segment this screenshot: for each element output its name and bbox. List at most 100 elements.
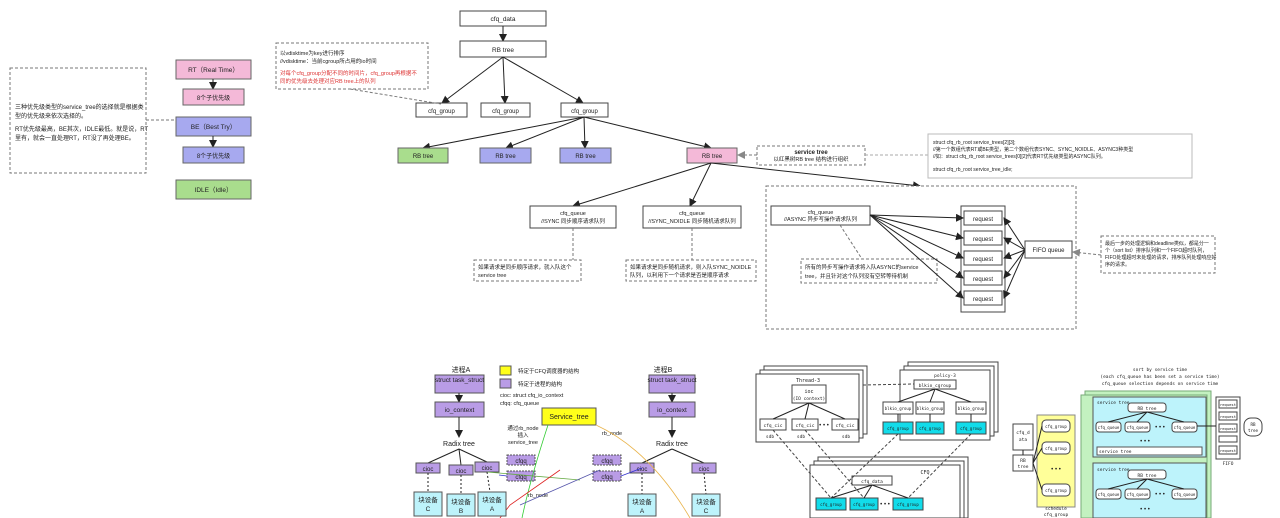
svg-text:sdb: sdb	[766, 434, 774, 440]
svg-text:B: B	[459, 508, 463, 515]
svg-text:sdb: sdb	[842, 434, 850, 440]
cfq-data-box: cfq_data	[459, 10, 547, 27]
fifo-queue-box: FIFO queue	[1024, 240, 1073, 259]
svg-text:型的优先级来依次选择的。: 型的优先级来依次选择的。	[15, 112, 87, 120]
svg-text:cfq_queue: cfq_queue	[1098, 492, 1120, 497]
cgroup-diagram: Thread-3 ioc (IO context) cfq_cic cfq_ci…	[755, 361, 999, 518]
service-tree-diagram: sort by service time (each cfq_queue has…	[1012, 367, 1263, 518]
svg-text:cioc: cioc	[423, 467, 434, 473]
rb-tree-be-1: RB tree	[479, 147, 532, 164]
svg-text:以红黑树RB tree 结构进行组织: 以红黑树RB tree 结构进行组织	[773, 155, 849, 163]
svg-text:插入: 插入	[517, 431, 529, 439]
rt-sub-box: 8个子优先级	[182, 88, 245, 106]
cfq-group-2: cfq_group	[480, 102, 531, 118]
svg-text:schedule: schedule	[1045, 506, 1067, 512]
svg-text:service_tree: service_tree	[508, 440, 538, 446]
svg-text:struct cfq_rb_root service_t: struct cfq_rb_root service_tree_idle;	[933, 167, 1012, 173]
svg-text://SYNC_NOIDLE 同步随机请求队列: //SYNC_NOIDLE 同步随机请求队列	[648, 217, 736, 225]
svg-text:FIFO queue: FIFO queue	[1032, 248, 1065, 254]
svg-text:sdb: sdb	[797, 434, 805, 440]
rb-tree-be-2: RB tree	[559, 147, 612, 164]
svg-text:service tree: service tree	[1097, 400, 1130, 406]
noidle-note: 如果请求是同步随机请求，则入队SYNC_NOIDLE 队列，以利用下一个请求是否…	[625, 259, 757, 282]
svg-text:ata: ata	[1019, 437, 1027, 443]
task-struct-a: struct task_struct	[435, 377, 484, 384]
svg-text:policy-3: policy-3	[934, 373, 956, 379]
svg-text:cioc: cioc	[456, 469, 467, 475]
svg-text:Thread-3: Thread-3	[796, 378, 820, 384]
svg-text:• • •: • • •	[1155, 425, 1165, 431]
svg-text:cfq_queue: cfq_queue	[1127, 425, 1149, 430]
cfq-group-note: 以vdisktime为key进行排序 //vdisktime：当前cgroup所…	[275, 42, 429, 90]
svg-text:RB tree: RB tree	[702, 154, 723, 160]
svg-text:cfq_queue selection depends on: cfq_queue selection depends on service t…	[1102, 381, 1219, 387]
svg-text:如果请求是同步随机请求，则入队SYNC_NOIDLE: 如果请求是同步随机请求，则入队SYNC_NOIDLE	[630, 263, 752, 271]
svg-text:• • •: • • •	[1155, 492, 1165, 498]
svg-text:tree，并且针对这个队列没有空转等待机制: tree，并且针对这个队列没有空转等待机制	[805, 272, 908, 280]
svg-text:cfq_cic: cfq_cic	[796, 423, 815, 429]
svg-text:序的请求。: 序的请求。	[1105, 261, 1130, 268]
svg-text:RB tree: RB tree	[575, 154, 596, 160]
svg-text:最后一步的处理逻辑和deadline类似，都是分一: 最后一步的处理逻辑和deadline类似，都是分一	[1105, 240, 1209, 247]
svg-text:• • •: • • •	[1051, 467, 1061, 473]
svg-text:tree: tree	[1018, 464, 1029, 470]
svg-text:FIFO处理超时未处理的请求，排序队列处理响应好: FIFO处理超时未处理的请求，排序队列处理响应好	[1105, 254, 1216, 261]
sync-queue-box: cfq_queue //SYNC 同步顺序请求队列	[529, 205, 617, 229]
svg-text://第一个数组代表RT或BE类型，第二个数组代表SYNC、S: //第一个数组代表RT或BE类型，第二个数组代表SYNC、SYNC_NOIDLE…	[933, 146, 1133, 153]
svg-text://vdisktime：当前cgroup所占用的io时间: //vdisktime：当前cgroup所占用的io时间	[280, 57, 377, 65]
svg-text:cfq_group: cfq_group	[571, 109, 598, 115]
svg-text:CFQ: CFQ	[920, 470, 929, 476]
svg-text:request: request	[973, 277, 993, 283]
svg-text:cioc: struct cfq_io_context: cioc: struct cfq_io_context	[500, 393, 564, 399]
svg-text:cfq_queue: cfq_queue	[1174, 492, 1196, 497]
svg-text:进程A: 进程A	[452, 365, 471, 374]
svg-text:cfq_queue: cfq_queue	[808, 210, 834, 216]
svg-text:cfq_cic: cfq_cic	[764, 423, 783, 429]
svg-text:RB tree: RB tree	[413, 154, 434, 160]
sync-noidle-queue-box: cfq_queue //SYNC_NOIDLE 同步随机请求队列	[642, 205, 742, 229]
svg-text:特定于CFQ调度器的结构: 特定于CFQ调度器的结构	[518, 367, 580, 375]
priority-note: 三种优先级类型的service_tree的选择就是根据类 型的优先级来依次选择的…	[9, 67, 148, 174]
svg-text:队列，以利用下一个请求是否是顺序请求: 队列，以利用下一个请求是否是顺序请求	[630, 271, 730, 279]
svg-text:• • •: • • •	[1140, 507, 1150, 513]
svg-text:C: C	[426, 506, 431, 513]
svg-text:request: request	[1220, 402, 1236, 407]
svg-text:cfq_queue: cfq_queue	[1127, 492, 1149, 497]
svg-text:cioc: cioc	[482, 466, 493, 472]
svg-text:8个子优先级: 8个子优先级	[197, 94, 230, 102]
svg-text:A: A	[640, 508, 645, 515]
svg-text:request: request	[973, 237, 993, 243]
svg-text:如果请求是同步顺序请求，就入队这个: 如果请求是同步顺序请求，就入队这个	[478, 263, 572, 271]
svg-text:C: C	[704, 508, 709, 515]
svg-text:以vdisktime为key进行排序: 以vdisktime为key进行排序	[280, 49, 345, 57]
svg-text:RB: RB	[1250, 422, 1256, 427]
svg-text:cfq_group: cfq_group	[887, 426, 909, 431]
be-sub-box: 8个子优先级	[182, 146, 245, 164]
svg-text:cfq_queue: cfq_queue	[1174, 425, 1196, 430]
svg-text:cfq_data: cfq_data	[491, 16, 516, 23]
async-queue-box: cfq_queue //ASYNC 异步写操作请求队列	[770, 205, 871, 226]
svg-text:cfqq: cfqq	[601, 475, 612, 481]
svg-text:进程B: 进程B	[654, 365, 673, 374]
svg-text:里有，就会一直处理RT，RT没了再处理BE。: 里有，就会一直处理RT，RT没了再处理BE。	[15, 134, 135, 142]
svg-text:cfq_group: cfq_group	[428, 109, 455, 115]
fifo-note: 最后一步的处理逻辑和deadline类似，都是分一 个（sort list）排序…	[1100, 235, 1216, 274]
svg-text:cfq_queue: cfq_queue	[679, 211, 705, 217]
svg-text:块设备: 块设备	[696, 497, 716, 506]
svg-text:• • •: • • •	[819, 423, 829, 429]
struct-note: struct cfq_rb_root service_trees[2][3]; …	[927, 133, 1193, 179]
svg-text:request: request	[973, 297, 993, 303]
svg-text:cfqq: cfqq	[601, 459, 612, 465]
svg-text:所有的异步写操作请求将入队ASYNC的service: 所有的异步写操作请求将入队ASYNC的service	[805, 263, 918, 271]
svg-text:IDLE（Idle）: IDLE（Idle）	[195, 186, 233, 194]
svg-text:RT优先级最高，BE其次，IDLE最低。就是说，RT: RT优先级最高，BE其次，IDLE最低。就是说，RT	[15, 125, 148, 133]
svg-text:sort by service time: sort by service time	[1133, 367, 1187, 373]
block-device-c-label: 块设备	[418, 495, 438, 504]
svg-text:• • •: • • •	[1140, 439, 1150, 445]
svg-text:request: request	[973, 217, 993, 223]
svg-text:RT（Real Time）: RT（Real Time）	[188, 66, 239, 74]
svg-text:cfq_queue: cfq_queue	[1098, 425, 1120, 430]
be-box: BE（Best Try）	[175, 116, 252, 137]
svg-text:(IO context): (IO context)	[793, 396, 826, 402]
